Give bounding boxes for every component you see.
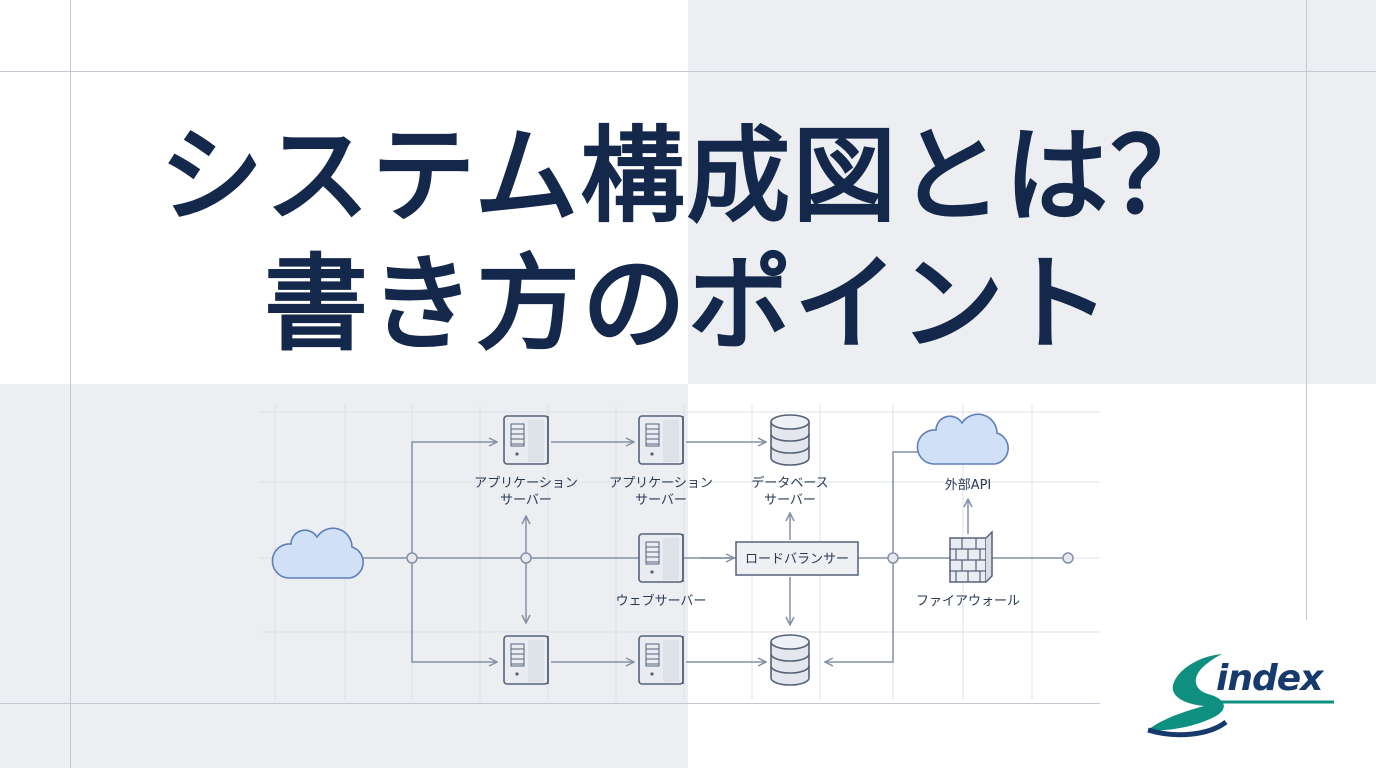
label-app-server-1: アプリケーション サーバー bbox=[474, 476, 578, 508]
background-top-left bbox=[0, 0, 688, 384]
firewall-icon bbox=[949, 530, 993, 583]
background-top-right bbox=[688, 0, 1376, 384]
svg-text:サーバー: サーバー bbox=[500, 493, 552, 508]
database-secondary-icon bbox=[770, 634, 810, 686]
label-external-api: 外部API bbox=[945, 478, 992, 493]
guide-line-top bbox=[0, 71, 1376, 72]
brand-logo: index bbox=[1138, 646, 1338, 746]
load-balancer-box bbox=[735, 541, 859, 576]
app-server-3-icon bbox=[503, 635, 549, 685]
title-line-2: 書き方のポイント bbox=[263, 243, 1112, 365]
app-server-4-icon bbox=[638, 635, 684, 685]
page-title: システム構成図とは？ 書き方のポイント bbox=[0, 112, 1376, 368]
database-server-icon bbox=[770, 414, 810, 466]
logo-text: index bbox=[1216, 658, 1323, 699]
junction-dots bbox=[406, 552, 1074, 564]
guide-line-left bbox=[70, 0, 71, 768]
app-server-2-icon bbox=[638, 415, 684, 465]
label-load-balancer: ロードバランサー bbox=[745, 552, 849, 567]
label-firewall: ファイアウォール bbox=[916, 594, 1020, 609]
logo-swoosh-icon bbox=[1147, 654, 1334, 738]
app-server-1-icon bbox=[503, 415, 549, 465]
cloud-internet-icon bbox=[271, 527, 364, 579]
svg-text:データベース: データベース bbox=[751, 475, 828, 491]
svg-text:サーバー: サーバー bbox=[764, 493, 816, 508]
title-line-1: システム構成図とは？ bbox=[159, 115, 1217, 237]
guide-line-right bbox=[1306, 0, 1307, 620]
label-app-server-2: アプリケーション サーバー bbox=[609, 476, 713, 508]
guide-line-bottom bbox=[0, 703, 1100, 704]
svg-text:アプリケーション: アプリケーション bbox=[474, 476, 578, 491]
label-db-server: データベース サーバー bbox=[751, 475, 828, 508]
cloud-external-icon bbox=[916, 413, 1009, 465]
svg-text:サーバー: サーバー bbox=[635, 493, 687, 508]
svg-text:アプリケーション: アプリケーション bbox=[609, 476, 713, 491]
web-server-icon bbox=[638, 533, 684, 583]
label-web-server: ウェブサーバー bbox=[616, 593, 707, 609]
